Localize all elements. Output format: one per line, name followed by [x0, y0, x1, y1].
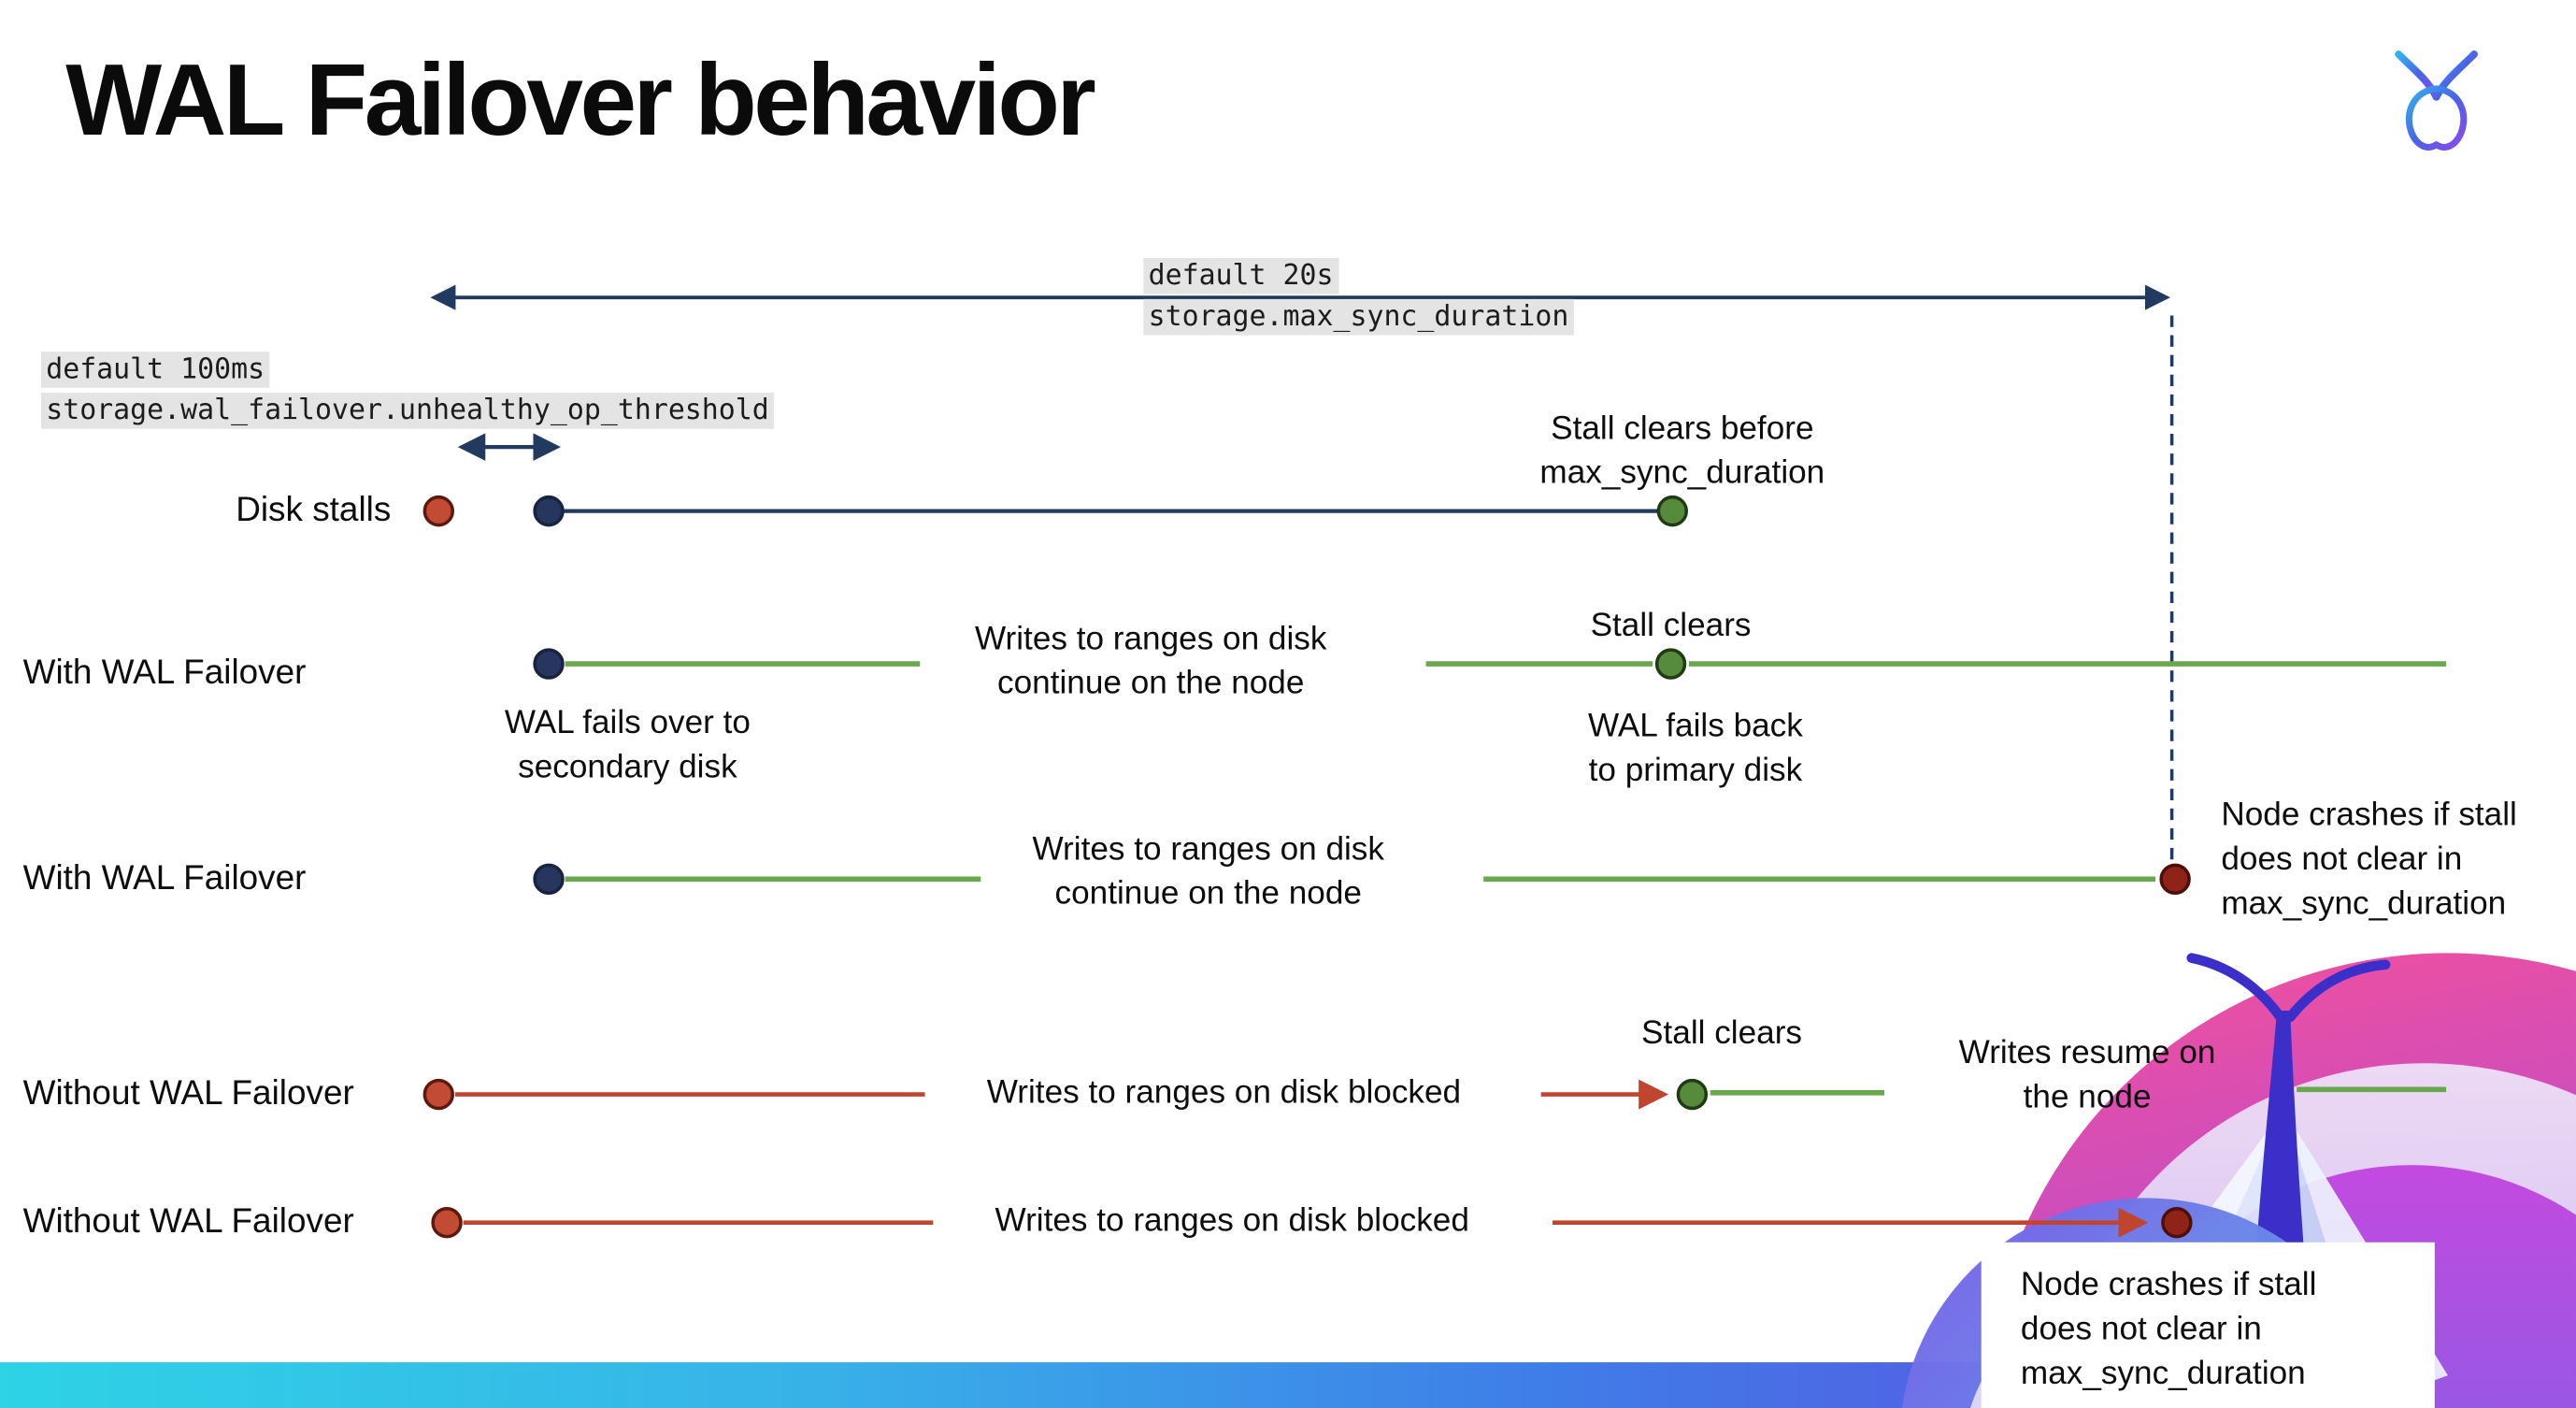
- crash-note-box: [1981, 1242, 2435, 1408]
- row3-label: With WAL Failover: [22, 859, 307, 898]
- artwork-roach-body: [2254, 1010, 2307, 1286]
- row3-crash-note: Node crashes if stall does not clear in …: [2221, 797, 2517, 923]
- unhealthy-op-default-value: default 100ms: [40, 352, 270, 388]
- max-sync-default-value: default 20s: [1143, 257, 1338, 295]
- row4-stall-start-dot: [422, 1078, 454, 1111]
- row2-writes-note: Writes to ranges on disk continue on the…: [975, 621, 1327, 702]
- row5-label: Without WAL Failover: [22, 1202, 354, 1242]
- row1-label: Disk stalls: [236, 491, 392, 529]
- row4-label: Without WAL Failover: [22, 1074, 354, 1113]
- row2-stall-clears-dot: [1654, 648, 1687, 680]
- row5-crash-note: Node crashes if stall does not clear in …: [2020, 1267, 2317, 1392]
- cockroachdb-logo: [2395, 50, 2478, 151]
- row3-writes-note: Writes to ranges on disk continue on the…: [1032, 831, 1384, 912]
- logo-shell: [2405, 85, 2468, 151]
- row1-stall-start-dot: [422, 495, 454, 527]
- unhealthy-op-threshold-annotation: default 100ms storage.wal_failover.unhea…: [40, 352, 775, 429]
- row2-failback-note: WAL fails back to primary disk: [1587, 708, 1803, 789]
- row5-crash-dot: [2161, 1206, 2193, 1239]
- row3-crash-dot: [2159, 863, 2191, 896]
- max-sync-duration-annotation: default 20s storage.max_sync_duration: [1143, 257, 1574, 336]
- row1-stall-clears-dot: [1656, 495, 1688, 527]
- row1-threshold-dot: [533, 495, 565, 527]
- page-title: WAL Failover behavior: [65, 44, 1096, 158]
- row2-stall-clears-note: Stall clears: [1590, 608, 1752, 644]
- row5-stall-start-dot: [431, 1206, 463, 1239]
- row2-label: With WAL Failover: [22, 654, 307, 692]
- max-sync-setting-name: storage.max_sync_duration: [1143, 298, 1574, 336]
- unhealthy-op-setting-name: storage.wal_failover.unhealthy_op_thresh…: [40, 393, 775, 429]
- row4-resume-note: Writes resume on the node: [1958, 1035, 2216, 1116]
- artwork-roach-antenna-right: [2284, 959, 2391, 1023]
- row4-stall-clears-note: Stall clears: [1641, 1015, 1802, 1052]
- row1-stall-clears-note: Stall clears before max_sync_duration: [1539, 410, 1825, 492]
- row5-blocked-note: Writes to ranges on disk blocked: [995, 1202, 1469, 1240]
- row2-failover-note: WAL fails over to secondary disk: [504, 705, 751, 786]
- artwork-roach-antenna-left: [2186, 953, 2285, 1023]
- row4-stall-clears-dot: [1676, 1078, 1709, 1111]
- row2-failover-dot: [533, 648, 565, 680]
- row3-failover-dot: [533, 863, 565, 896]
- row4-blocked-note: Writes to ranges on disk blocked: [986, 1074, 1462, 1112]
